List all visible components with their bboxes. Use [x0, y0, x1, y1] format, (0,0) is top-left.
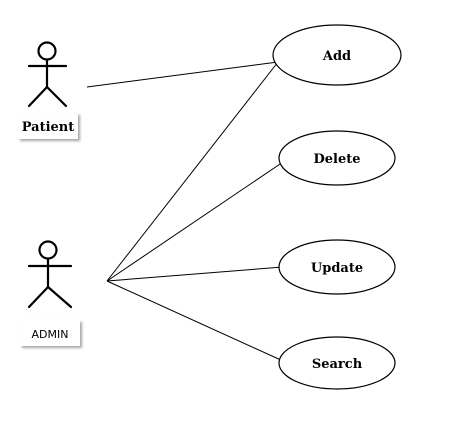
association-admin-delete	[106, 161, 284, 282]
associations	[86, 61, 284, 362]
association-admin-add	[106, 61, 279, 282]
usecase-update-ellipse	[278, 239, 396, 295]
usecase-add[interactable]: Add	[272, 24, 402, 86]
actor-patient-label-box	[18, 113, 78, 139]
stick-figure-icon	[27, 240, 73, 309]
usecase-add-label: Add	[322, 49, 351, 64]
actor-admin-label: ADMIN	[32, 328, 69, 341]
usecase-delete[interactable]: Delete	[278, 130, 396, 186]
usecase-delete-label: Delete	[313, 152, 360, 167]
usecase-delete-ellipse	[278, 130, 396, 186]
stick-figure-icon	[27, 41, 68, 108]
actor-admin-label-box	[20, 320, 80, 346]
usecase-search-label: Search	[312, 357, 363, 372]
usecase-add-ellipse	[272, 24, 402, 86]
actor-admin[interactable]: ADMIN	[20, 240, 80, 347]
usecase-update[interactable]: Update	[278, 239, 396, 295]
usecase-update-label: Update	[311, 261, 363, 276]
usecase-search[interactable]: Search	[278, 336, 396, 390]
usecase-search-ellipse	[278, 336, 396, 390]
actor-patient-label: Patient	[22, 120, 75, 135]
association-patient-add	[86, 61, 279, 88]
association-admin-search	[106, 280, 284, 362]
actor-patient[interactable]: Patient	[18, 41, 78, 140]
association-admin-update	[106, 266, 284, 282]
